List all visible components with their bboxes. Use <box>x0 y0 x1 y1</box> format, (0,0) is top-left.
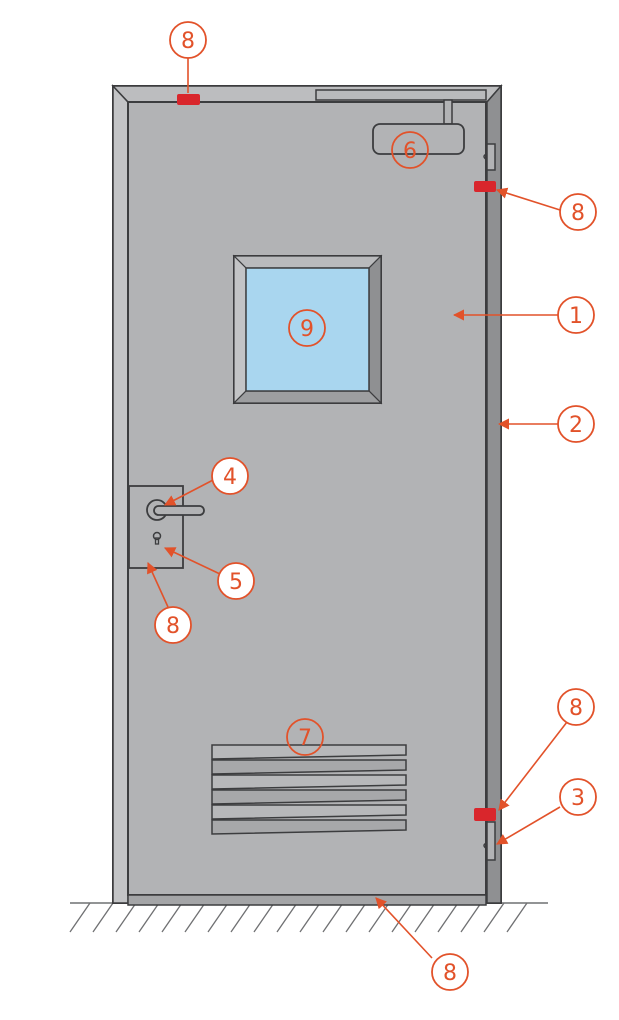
hatch-line <box>92 902 114 933</box>
louver-slat <box>211 744 407 760</box>
hatch-line <box>414 902 436 933</box>
seal-hinge-bottom <box>474 808 496 821</box>
callout-4: 4 <box>211 457 249 495</box>
svg-text:8: 8 <box>569 696 583 721</box>
seal-top <box>177 94 200 105</box>
svg-text:8: 8 <box>443 961 457 986</box>
svg-text:8: 8 <box>571 201 585 226</box>
callout-9: 9 <box>288 309 326 347</box>
window <box>232 254 383 405</box>
hatch-line <box>69 902 91 933</box>
hatch-line <box>115 902 137 933</box>
hatch-line <box>437 902 459 933</box>
callout-5: 5 <box>217 562 255 600</box>
door-threshold <box>127 894 487 906</box>
hatch-line <box>391 902 413 933</box>
leader-8-hinge-top <box>495 187 561 211</box>
callout-7: 7 <box>286 718 324 756</box>
louver-slat <box>211 789 407 805</box>
door-handle <box>153 505 205 516</box>
svg-text:4: 4 <box>223 465 237 490</box>
callout-3: 3 <box>559 778 597 816</box>
floor <box>69 902 548 933</box>
louver-slat <box>211 774 407 790</box>
svg-text:8: 8 <box>166 614 180 639</box>
leader-3 <box>496 806 561 845</box>
hatch-line <box>460 902 482 933</box>
hatch-line <box>161 902 183 933</box>
hatch-line <box>322 902 344 933</box>
svg-text:2: 2 <box>569 413 583 438</box>
callout-8-top: 8 <box>169 21 207 59</box>
leader-8-lock <box>147 561 169 608</box>
hatch-line <box>184 902 206 933</box>
louver-slat <box>211 804 407 820</box>
callout-6: 6 <box>391 131 429 169</box>
hatch-line <box>506 902 528 933</box>
leader-8-bottom <box>375 897 433 959</box>
svg-text:8: 8 <box>181 29 195 54</box>
callout-1: 1 <box>557 296 595 334</box>
svg-text:5: 5 <box>229 570 243 595</box>
floor-hatching <box>69 902 528 933</box>
louver-slat <box>211 759 407 775</box>
svg-text:6: 6 <box>403 139 417 164</box>
door-closer <box>315 89 487 155</box>
window-glass <box>245 267 370 392</box>
lock-plate <box>128 485 184 569</box>
leader-5 <box>163 547 221 575</box>
svg-text:7: 7 <box>298 726 312 751</box>
hatch-line <box>345 902 367 933</box>
callouts: 8 6 8 9 1 2 4 5 <box>154 21 597 991</box>
hatch-line <box>483 902 505 933</box>
svg-text:3: 3 <box>571 786 585 811</box>
callout-8-lock: 8 <box>154 606 192 644</box>
callout-2: 2 <box>557 405 595 443</box>
key-cylinder <box>152 531 162 545</box>
hatch-line <box>299 902 321 933</box>
leader-lines <box>147 58 568 959</box>
callout-8-hinge-top: 8 <box>559 193 597 231</box>
hatch-line <box>368 902 390 933</box>
leader-4 <box>164 478 216 506</box>
louver-slat <box>211 819 407 835</box>
hatch-line <box>207 902 229 933</box>
callout-8-bottom: 8 <box>431 953 469 991</box>
callout-8-hinge-bottom: 8 <box>557 688 595 726</box>
ventilation-grille <box>211 744 407 835</box>
svg-text:1: 1 <box>569 304 583 329</box>
hatch-line <box>230 902 252 933</box>
hatch-line <box>276 902 298 933</box>
hatch-line <box>253 902 275 933</box>
seal-hinge-top <box>474 181 496 192</box>
svg-text:9: 9 <box>300 317 314 342</box>
leader-8-hinge-bottom <box>498 721 568 811</box>
hatch-line <box>138 902 160 933</box>
